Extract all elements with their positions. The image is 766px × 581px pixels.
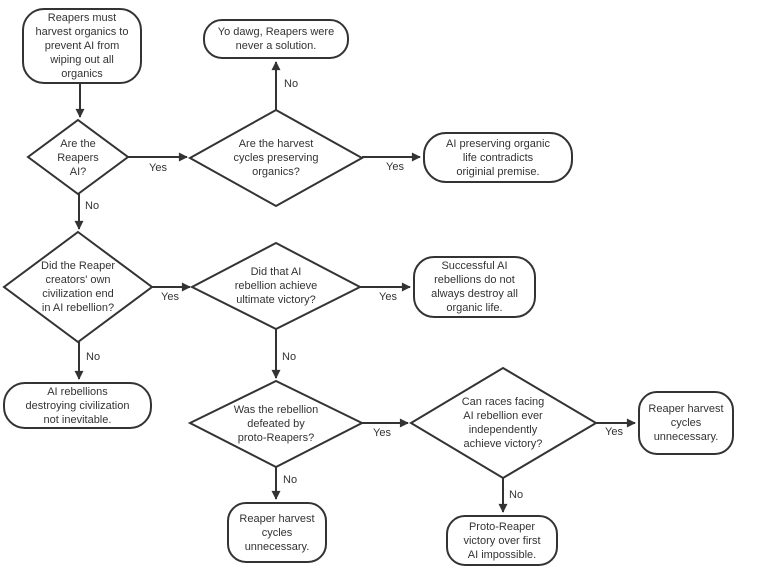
node-not-inevitable: AI rebellions destroying civilization no… — [3, 382, 152, 429]
node-harvest-unnecessary-right: Reaper harvest cycles unnecessary. — [638, 391, 734, 455]
decision-defeated-by-proto-label: Was the rebellion defeated by proto-Reap… — [233, 404, 319, 444]
decision-creators-rebellion-shape — [2, 230, 154, 344]
edge-label-creators-rebellion-no: No — [86, 351, 101, 363]
node-never-solution: Yo dawg, Reapers were never a solution. — [203, 19, 349, 59]
decision-rebellion-victory-shape — [189, 241, 363, 331]
edge-label-rebellion-victory-no: No — [282, 351, 297, 363]
edge-label-reapers-ai-yes: Yes — [149, 162, 167, 174]
edge-label-independent-victory-yes: Yes — [605, 426, 623, 438]
edge-label-defeated-by-proto-no: No — [283, 474, 298, 486]
decision-are-reapers-ai-label: Are the Reapers AI? — [57, 138, 99, 178]
edge-label-harvest-preserving-no: No — [284, 78, 299, 90]
node-premise: Reapers must harvest organics to prevent… — [22, 8, 142, 84]
decision-harvest-preserving-label: Are the harvest cycles preserving organi… — [233, 138, 319, 178]
node-preserving-contradicts: AI preserving organic life contradicts o… — [423, 132, 573, 183]
edge-label-reapers-ai-no: No — [85, 200, 100, 212]
decision-independent-victory-shape — [409, 366, 598, 480]
edge-label-harvest-preserving-yes: Yes — [386, 161, 404, 173]
node-proto-victory-impossible: Proto-Reaper victory over first AI impos… — [446, 515, 558, 566]
node-harvest-unnecessary-bottom: Reaper harvest cycles unnecessary. — [227, 502, 327, 563]
node-successful-rebellions: Successful AI rebellions do not always d… — [413, 256, 536, 318]
edge-label-rebellion-victory-yes: Yes — [379, 291, 397, 303]
decision-creators-rebellion-label: Did the Reaper creators' own civilizatio… — [41, 260, 115, 314]
decision-independent-victory-label: Can races facing AI rebellion ever indep… — [461, 396, 545, 450]
decision-defeated-by-proto-shape — [187, 379, 365, 469]
edge-label-independent-victory-no: No — [509, 489, 524, 501]
decision-rebellion-victory-label: Did that AI rebellion achieve ultimate v… — [234, 266, 318, 306]
decision-harvest-preserving-shape — [187, 108, 365, 208]
edge-label-creators-rebellion-yes: Yes — [161, 291, 179, 303]
decision-are-reapers-ai-shape — [26, 118, 130, 196]
edge-label-defeated-by-proto-yes: Yes — [373, 427, 391, 439]
